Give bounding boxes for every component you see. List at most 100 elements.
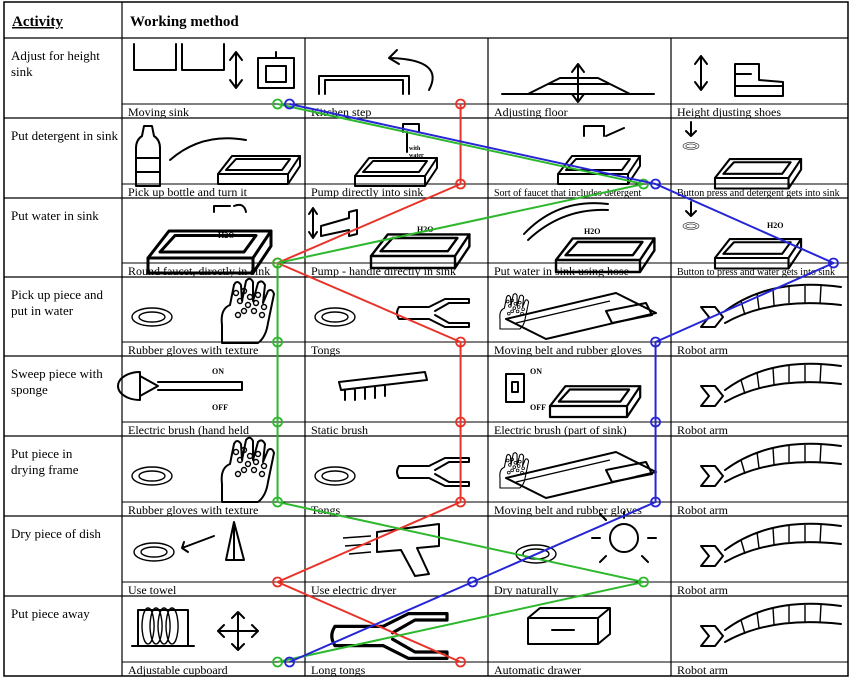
method-label: Round faucet, directly in sink [128,264,270,278]
concept-path-node [284,656,295,668]
detergent-faucet-icon [583,125,625,137]
method-label: Long tongs [311,663,366,677]
robot-arm-icon [700,362,842,407]
method-label: Robot arm [677,663,729,677]
concept-path-node [272,416,283,428]
concept-path-node [455,416,466,428]
activity-label: Put detergent in sink [11,128,119,143]
air-lines-icon [342,535,372,555]
method-label: Tongs [311,343,340,357]
concept-path-node [272,336,283,348]
method-label: Moving belt and rubber gloves [494,343,642,357]
electric-brush-icon [117,371,243,401]
faucet-icon [213,205,231,213]
height-shoe-icon [734,63,784,97]
concept-path-node [650,496,661,508]
concept-path-node [455,656,466,668]
concept-path-node [284,98,295,110]
method-label: Moving belt and rubber gloves [494,503,642,517]
stacked-plates-icon [141,607,179,645]
activity-label: Put piece away [11,606,90,621]
rubber-glove-icon [220,277,275,344]
concept-path-node [828,257,839,269]
tongs-icon [396,298,470,328]
method-label: Moving sink [128,105,189,119]
method-label: Robot arm [677,583,729,597]
method-label: Robot arm [677,423,729,437]
button-icon [682,142,700,150]
h2o-text: H2O [584,227,600,236]
method-label: Pick up bottle and turn it [128,185,248,199]
method-label: Button press and detergent gets into sin… [677,188,840,199]
concept-path-node [455,496,466,508]
activity-label: Put water in sink [11,208,99,223]
sink-icon [548,385,642,419]
rubber-glove-icon [220,436,275,503]
robot-arm-icon [700,602,842,647]
rotate-arrow-icon [388,49,434,91]
concept-path-node [638,576,649,588]
concept-path-node [455,178,466,190]
kitchen-step-icon [318,75,410,95]
concept-path-line [289,103,836,663]
method-label: Electric brush (hand held [128,423,249,437]
method-label: Pump directly into sink [311,185,423,199]
concept-path-line [275,104,462,663]
plate-icon [131,466,173,486]
h2o-text: H2O [417,225,433,234]
method-label: Height djusting shoes [677,105,781,119]
on-text: ON [212,367,224,376]
concept-path-node [272,656,283,668]
concept-path-node [272,576,283,588]
plate-icon [131,307,173,327]
concept-path-node [272,257,283,269]
method-label: Adjusting floor [494,105,568,119]
method-label: Robot arm [677,503,729,517]
method-label: Use electric dryer [311,583,396,597]
concept-path-node [455,336,466,348]
concept-path-node [272,496,283,508]
down-arrow-icon [685,201,697,217]
robot-arm-icon [700,522,842,567]
hose-icon [523,202,609,241]
concept-path-node [272,98,283,110]
switch-icon [505,373,525,403]
sink-front-icon [257,51,295,89]
method-label: Adjustable cupboard [128,663,228,677]
drawer-icon [527,607,611,645]
left-arrow-icon [181,535,215,553]
method-label: Static brush [311,423,368,437]
moving-belt-icon [505,451,657,499]
button-icon [682,222,700,230]
concept-path-node [455,98,466,110]
plate-icon [314,307,356,327]
on-text: ON [530,367,542,376]
towel-icon [225,521,245,561]
table-border [3,1,849,677]
up-down-arrow-icon [229,51,243,89]
sun-icon [591,511,657,563]
moving-belt-icon [505,292,657,340]
up-down-arrow-icon [694,55,708,91]
up-down-arrow-icon [571,63,585,103]
cupboard-icon [131,609,195,647]
activity-label: Dry piece of dish [11,526,101,541]
method-label: Pump - handle directly in sink [311,264,456,278]
working-method-header: Working method [130,14,239,30]
sink-icon [217,155,301,185]
concept-path-node [467,576,478,588]
plate-icon [314,466,356,486]
h2o-text: H2O [218,231,234,240]
method-label: Use towel [128,583,177,597]
tongs-icon [396,457,470,487]
off-text: OFF [530,403,546,412]
sink-icon [354,157,438,187]
static-brush-icon [338,371,428,401]
method-label: Robot arm [677,343,729,357]
